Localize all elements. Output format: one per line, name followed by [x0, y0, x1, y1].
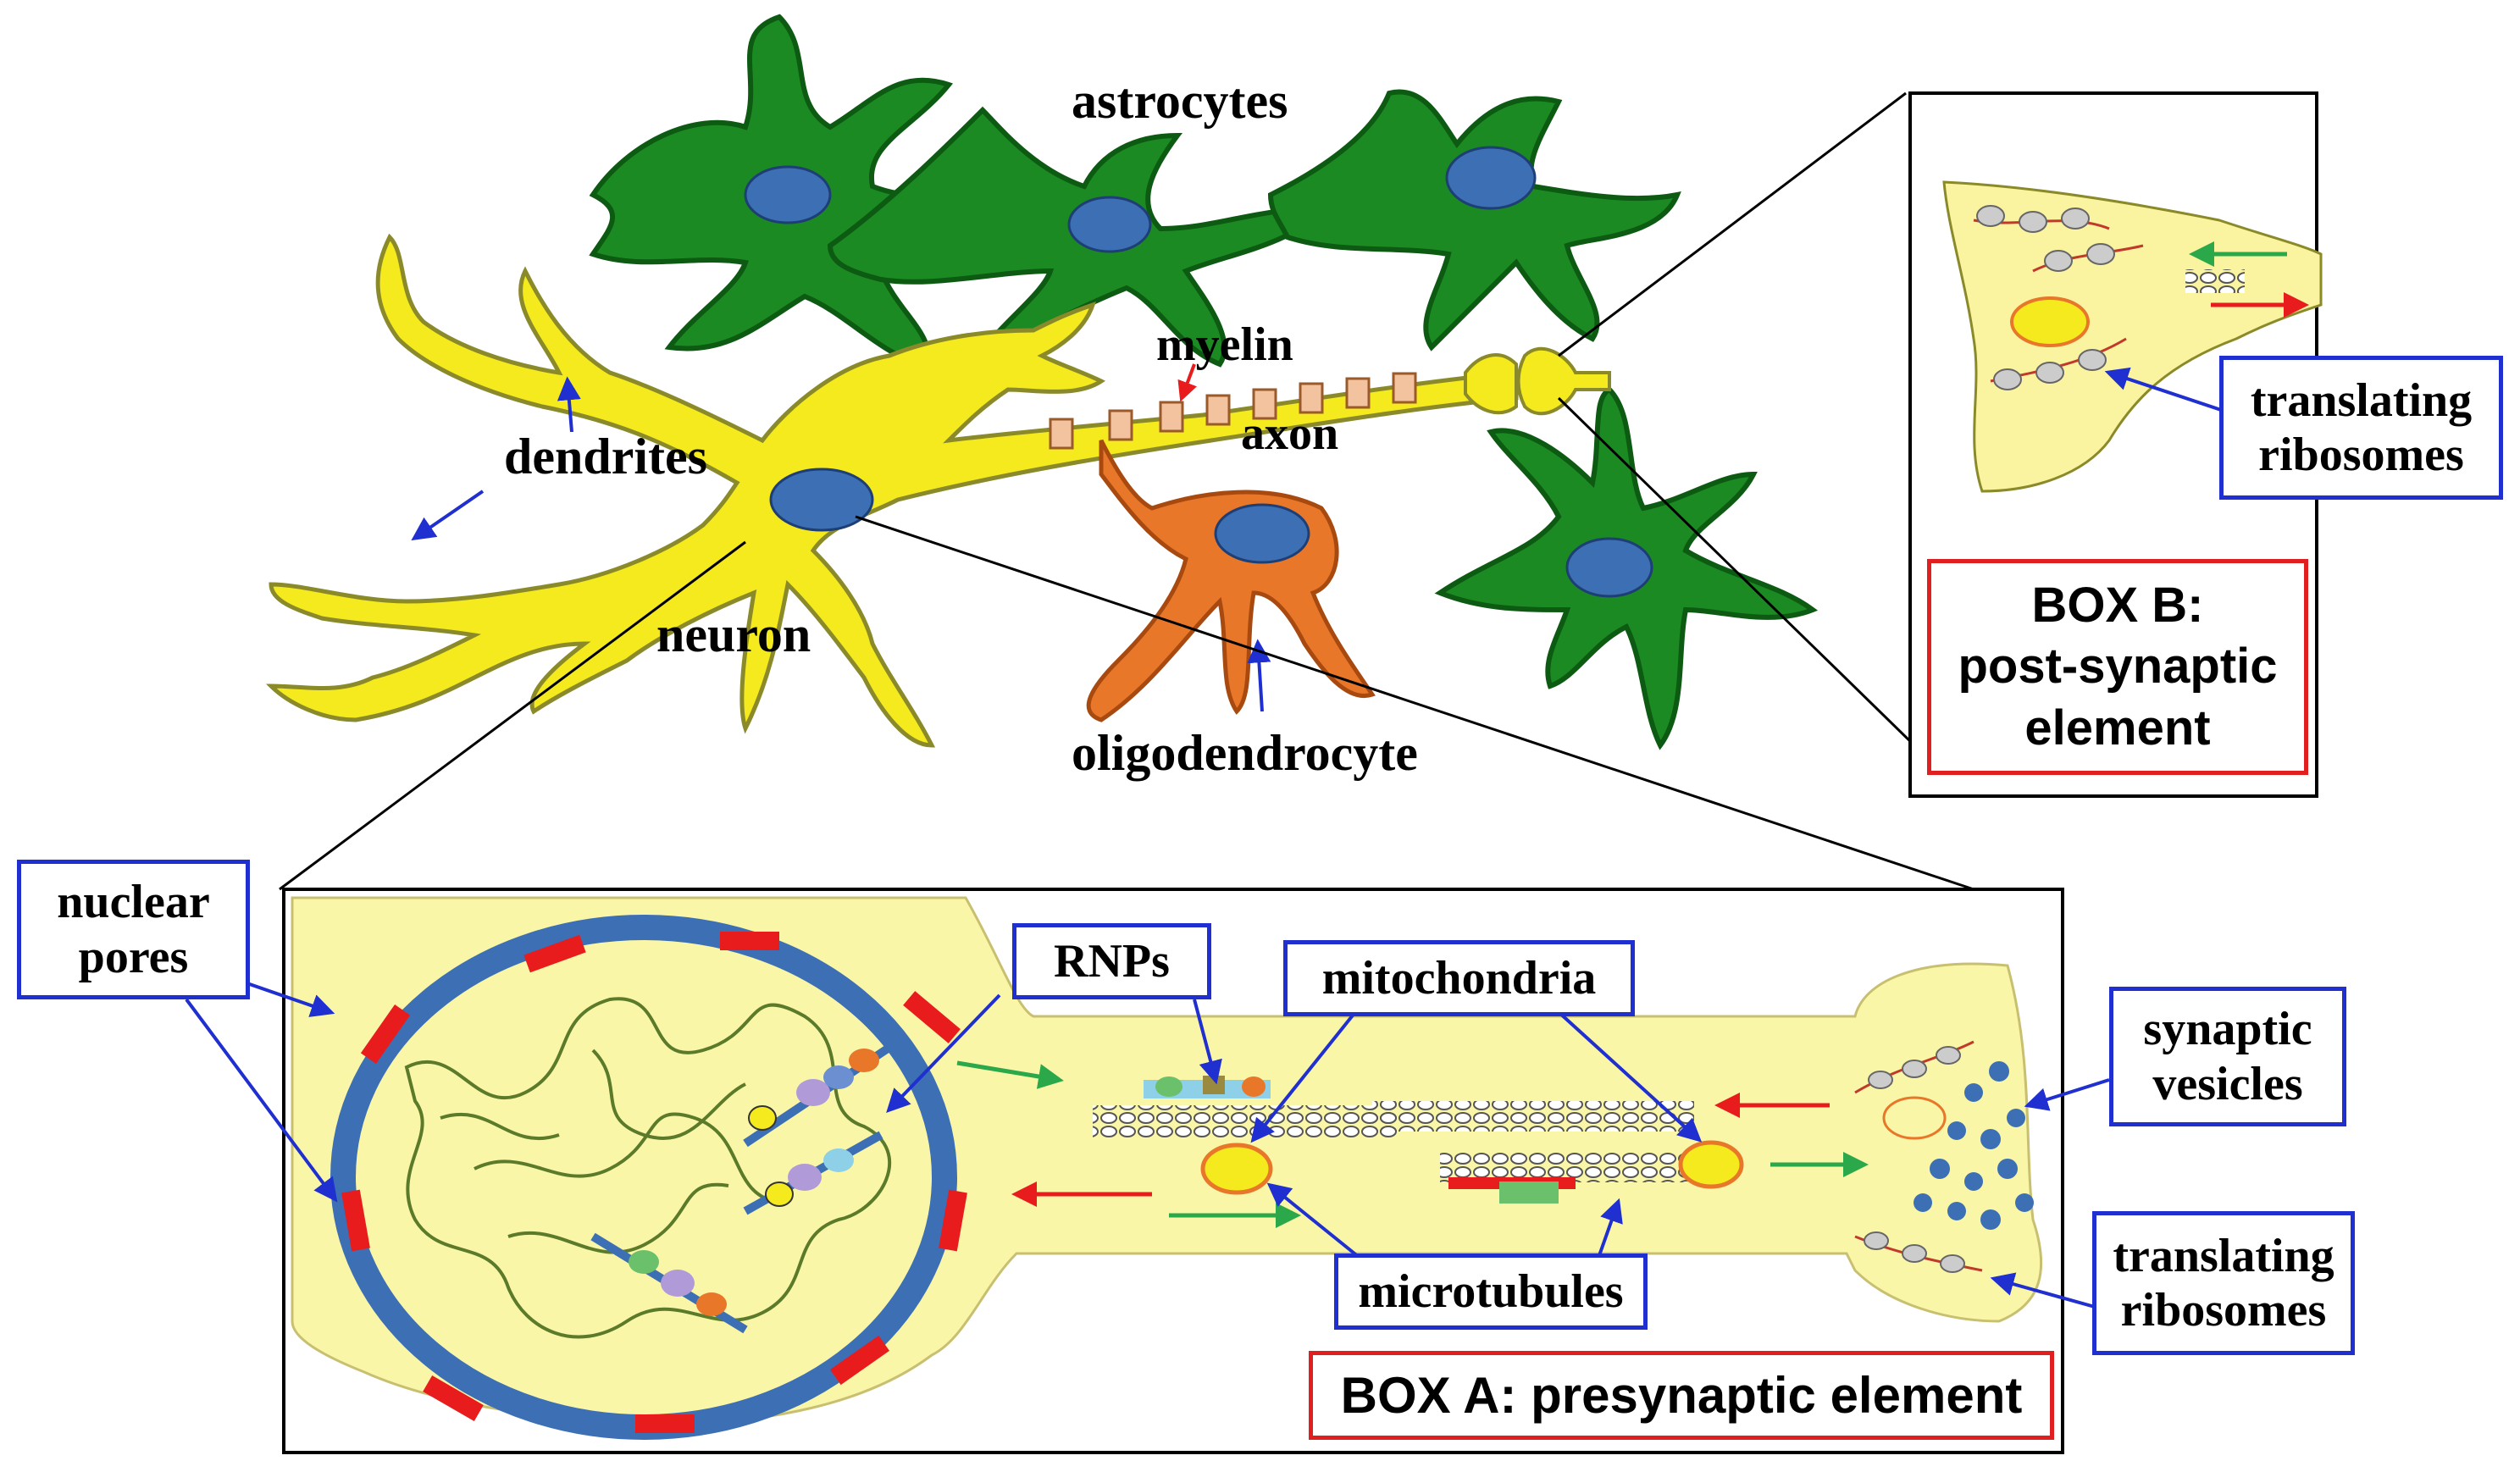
myelin-arrow: [1177, 363, 1197, 402]
zoom-lines: [279, 91, 1974, 891]
myelin-segments: [1049, 372, 1417, 450]
nuclear-pores: [341, 932, 967, 1433]
label-nuclear-pores-line1: nuclear: [57, 876, 210, 929]
neuron-nucleus: [769, 468, 874, 532]
label-myelin: myelin: [1156, 318, 1293, 371]
label-astrocytes: astrocytes: [1072, 73, 1288, 129]
chromatin: [404, 997, 891, 1339]
post-synaptic-spine: [1942, 180, 2323, 493]
label-mitochondria-text: mitochondria: [1321, 951, 1597, 1004]
mitochondrion: [1678, 1140, 1744, 1189]
label-translating-ribosomes-b-line1: translating: [2250, 374, 2473, 427]
box-b-mitochondria: [2010, 296, 2090, 347]
dendrites-arrow-up: [557, 376, 581, 433]
dendrites-arrow-down: [411, 490, 485, 541]
box-a-title: BOX A: presynaptic element: [1309, 1351, 2054, 1440]
astrocyte-nucleus: [1565, 537, 1653, 598]
label-translating-ribosomes-a-line2: ribosomes: [2120, 1284, 2327, 1336]
microtubule: [1372, 1101, 1694, 1132]
box-b-title-line3: element: [2024, 700, 2211, 755]
astrocyte-center: [827, 106, 1327, 371]
label-nuclear-pores-line2: pores: [78, 930, 189, 983]
box-b-microtubule: [2185, 269, 2245, 293]
label-synaptic-vesicles-line1: synaptic: [2143, 1003, 2312, 1056]
box-a-title-text: BOX A: presynaptic element: [1340, 1367, 2023, 1424]
oligodendrocyte-nucleus: [1214, 503, 1310, 564]
astrocyte-nucleus: [1067, 196, 1152, 253]
astrocyte-right: [1267, 89, 1681, 351]
astrocyte-lower-right: [1434, 386, 1819, 750]
label-microtubules-text: microtubules: [1358, 1264, 1624, 1318]
top-arrows: [411, 363, 1271, 712]
label-synaptic-vesicles-line2: vesicles: [2152, 1057, 2303, 1110]
box-b-title: BOX B: post-synaptic element: [1927, 559, 2308, 775]
label-neuron: neuron: [656, 606, 811, 662]
label-dendrites: dendrites: [504, 429, 707, 484]
neuron-cell: [265, 233, 1611, 748]
oligodendrocyte-cell: [1086, 439, 1376, 722]
label-translating-ribosomes-b: translating ribosomes: [2219, 356, 2503, 500]
label-axon: axon: [1241, 407, 1339, 460]
label-translating-ribosomes-b-line2: ribosomes: [2258, 429, 2464, 481]
rnp-clusters: [590, 1038, 1271, 1334]
label-synaptic-vesicles: synaptic vesicles: [2109, 987, 2346, 1126]
microtubule: [1093, 1105, 1398, 1139]
synaptic-vesicles: [1914, 1061, 2034, 1230]
label-rnps-text: RNPs: [1054, 934, 1170, 988]
mitochondrion: [1200, 1143, 1273, 1195]
label-nuclear-pores: nuclear pores: [17, 860, 250, 999]
astrocyte-nucleus: [1445, 146, 1537, 210]
label-mitochondria: mitochondria: [1283, 940, 1635, 1016]
label-translating-ribosomes-a-line1: translating: [2113, 1229, 2334, 1282]
label-microtubules: microtubules: [1334, 1253, 1648, 1330]
label-rnps: RNPs: [1012, 923, 1211, 999]
box-b-title-line1: BOX B:: [2031, 577, 2204, 633]
box-b-title-line2: post-synaptic: [1958, 639, 2278, 694]
mitochondrion: [1882, 1096, 1947, 1140]
astrocyte-nucleus: [744, 165, 832, 224]
label-translating-ribosomes-a: translating ribosomes: [2092, 1211, 2355, 1355]
oligodendrocyte-arrow: [1247, 639, 1271, 712]
label-oligodendrocyte: oligodendrocyte: [1072, 725, 1418, 781]
